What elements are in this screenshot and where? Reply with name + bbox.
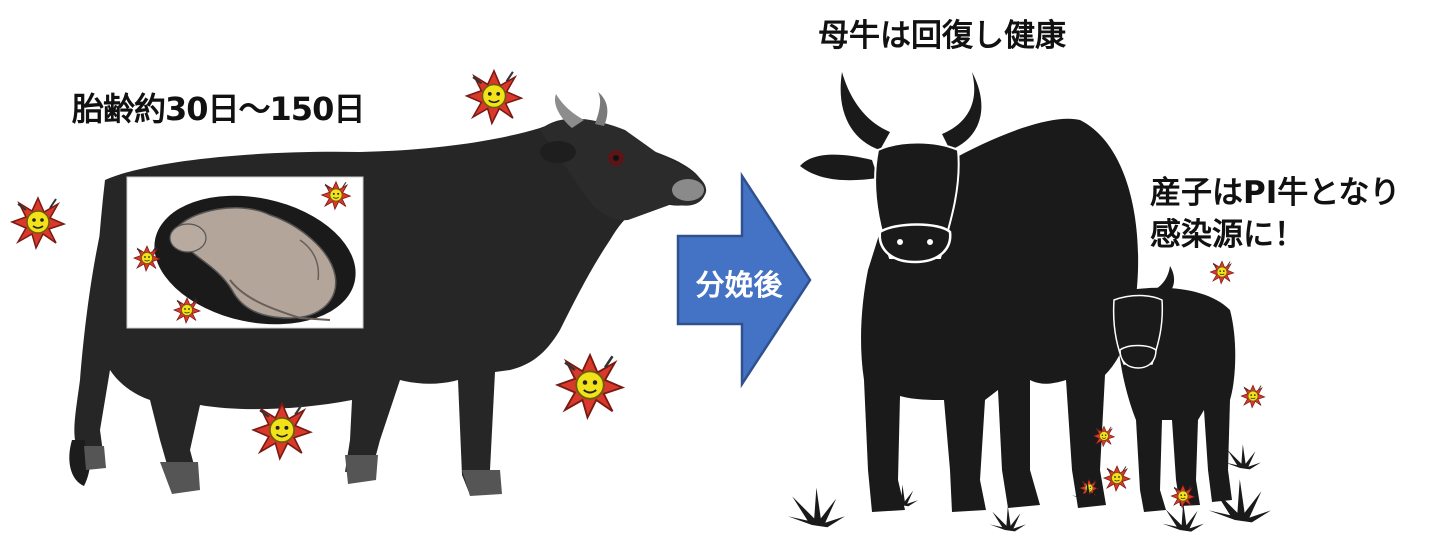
calf-label-line1: 産子はPI牛となり xyxy=(1150,175,1401,211)
fetus-icon xyxy=(169,207,337,321)
pi-calf xyxy=(1072,266,1236,512)
mother-cow xyxy=(800,72,1139,513)
right-arrow-icon[interactable] xyxy=(676,171,812,389)
fetus-inset xyxy=(126,176,364,329)
arrow-label: 分娩後 xyxy=(695,268,783,302)
mother-label: 母牛は回復し健康 xyxy=(818,18,1066,54)
calf-label: 産子はPI牛となり 感染源に！ xyxy=(1150,172,1400,256)
calf-label-line2: 感染源に！ xyxy=(1150,217,1305,253)
gestation-label: 胎齢約30日～150日 xyxy=(72,90,365,128)
